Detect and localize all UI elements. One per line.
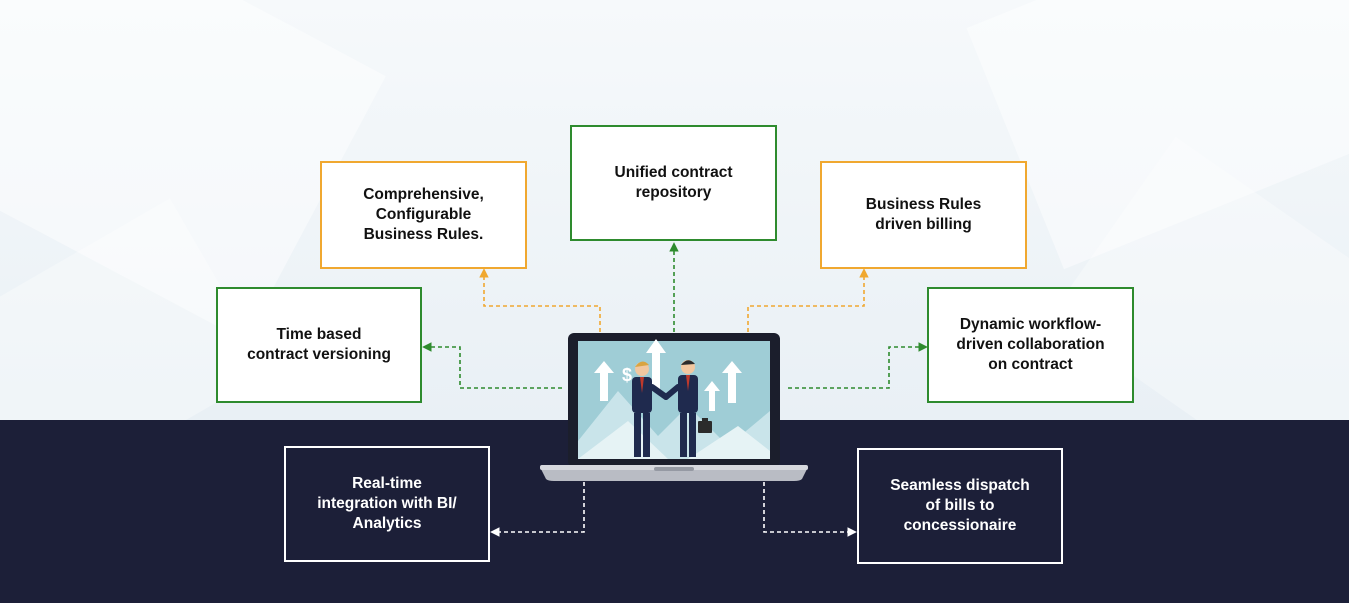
node-unified-repository: Unified contract repository — [570, 125, 777, 241]
node-bi-integration: Real-time integration with BI/ Analytics — [284, 446, 490, 562]
node-rules-billing: Business Rules driven billing — [820, 161, 1027, 269]
connector-dynamic-workflow — [788, 342, 928, 389]
node-seamless-dispatch: Seamless dispatch of bills to concession… — [857, 448, 1063, 564]
connector-time-versioning — [422, 342, 562, 389]
node-dynamic-workflow: Dynamic workflow- driven collaboration o… — [927, 287, 1134, 403]
laptop-business-handshake-icon: $ — [540, 333, 808, 481]
node-business-rules: Comprehensive, Configurable Business Rul… — [320, 161, 527, 269]
connector-seamless-dispatch — [763, 482, 857, 537]
connector-rules-billing — [747, 268, 869, 332]
connector-business-rules — [479, 268, 601, 332]
node-time-versioning: Time based contract versioning — [216, 287, 422, 403]
connector-bi-integration — [490, 482, 585, 537]
dollar-symbol: $ — [622, 365, 632, 385]
